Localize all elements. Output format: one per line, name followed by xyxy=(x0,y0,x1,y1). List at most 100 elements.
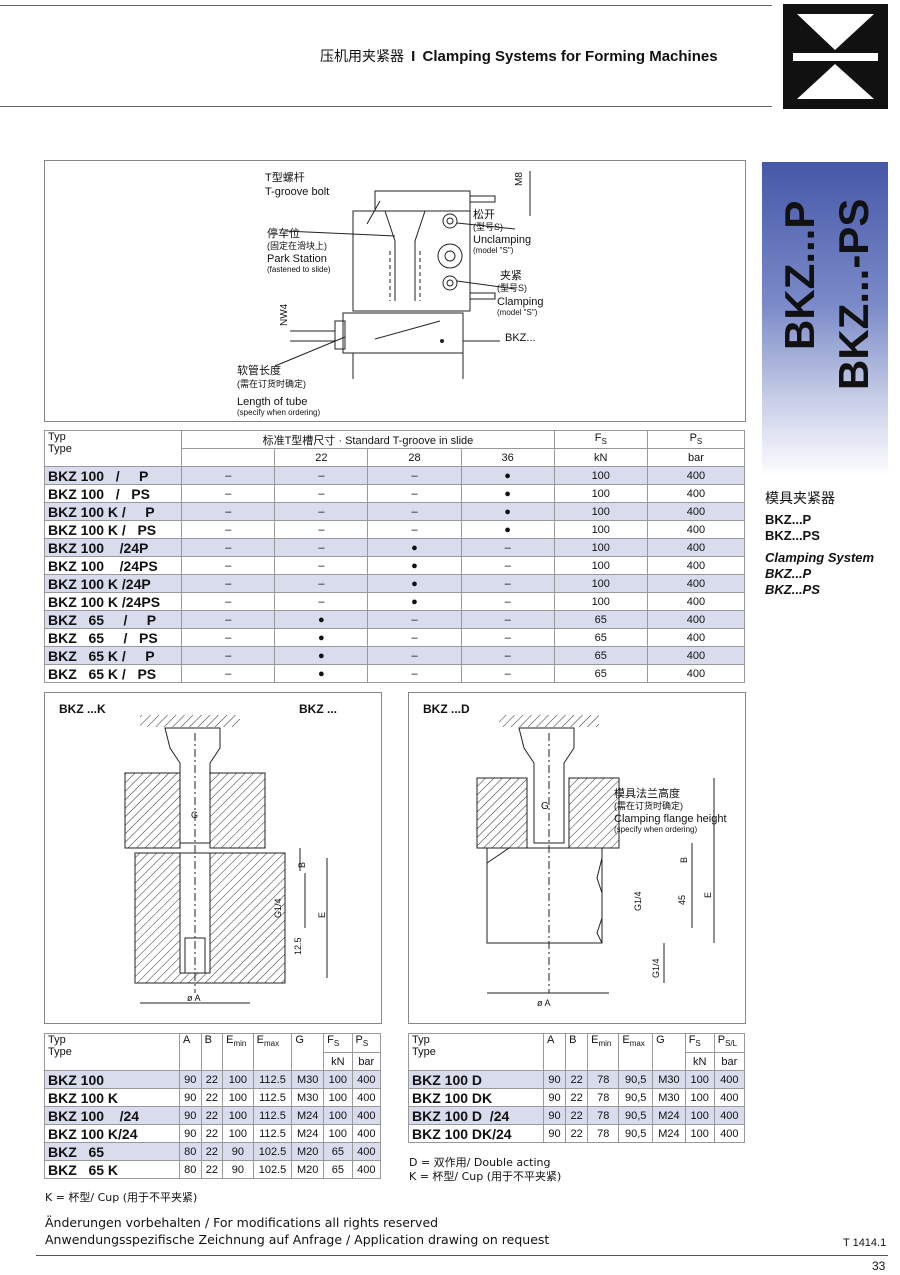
right-cell-type: BKZ 100 D xyxy=(408,1070,544,1089)
right-cell-ps: 400 xyxy=(713,1124,746,1143)
main-cell-g36: – xyxy=(367,664,462,683)
flange-label-zh-note: (需在订货时确定) xyxy=(614,800,683,811)
left-cell-type: BKZ 100 /24 xyxy=(44,1106,180,1125)
main-cell-g22: – xyxy=(181,610,276,629)
tube-label-zh-note: (需在订货时确定) xyxy=(237,378,306,389)
left-cell-type: BKZ 65 K xyxy=(44,1160,180,1179)
main-cell-g36: – xyxy=(367,610,462,629)
left-cell-emin: 100 xyxy=(222,1088,254,1107)
main-cell-fs: 65 xyxy=(553,664,648,683)
right-header-a: A xyxy=(542,1033,567,1071)
main-cell-fs: 100 xyxy=(553,466,648,485)
main-cell-fs: 100 xyxy=(553,520,648,539)
left-cell-fs: 65 xyxy=(323,1160,353,1179)
right-cell-a: 90 xyxy=(542,1070,567,1089)
left-cell-ps: 400 xyxy=(351,1088,382,1107)
flange-label-en: Clamping flange height xyxy=(614,813,727,825)
right-header-ps: PS/L xyxy=(713,1033,746,1053)
left-cell-emax: 102.5 xyxy=(252,1160,293,1179)
main-cell-g28: ● xyxy=(274,664,369,683)
main-cell-g36b: – xyxy=(460,610,555,629)
left-cell-type: BKZ 65 xyxy=(44,1142,180,1161)
left-cell-g: M30 xyxy=(291,1088,325,1107)
main-cell-g22: – xyxy=(181,646,276,665)
right-cell-emax: 90,5 xyxy=(618,1106,654,1125)
main-cell-g36: ● xyxy=(367,592,462,611)
header-rule-top xyxy=(0,5,772,6)
left-label-125: 12.5 xyxy=(293,937,303,955)
clamp-label-zh-note: (型号S) xyxy=(497,283,527,293)
main-cell-fs: 100 xyxy=(553,592,648,611)
left-cell-g: M24 xyxy=(291,1124,325,1143)
main-cell-g36b: ● xyxy=(460,484,555,503)
right-label-e: E xyxy=(703,892,713,898)
bkz-label: BKZ... xyxy=(505,332,536,344)
main-cell-fs: 65 xyxy=(553,628,648,647)
left-cell-g: M20 xyxy=(291,1142,325,1161)
main-cell-g28: – xyxy=(274,556,369,575)
left-header-b: B xyxy=(200,1033,224,1071)
m8-label: M8 xyxy=(514,172,525,186)
left-cell-type: BKZ 100 K/24 xyxy=(44,1124,180,1143)
right-cell-emax: 90,5 xyxy=(618,1070,654,1089)
left-cell-emin: 100 xyxy=(222,1124,254,1143)
park-label-en-note: (fastened to slide) xyxy=(267,265,331,274)
left-cell-emin: 100 xyxy=(222,1106,254,1125)
right-cell-fs: 100 xyxy=(684,1070,715,1089)
left-cell-a: 90 xyxy=(179,1106,202,1125)
main-cell-g36b: – xyxy=(460,538,555,557)
unclamp-label-en-note: (model "S") xyxy=(473,246,514,255)
main-cell-type: BKZ 65 K / PS xyxy=(43,664,183,683)
main-cell-g36b: – xyxy=(460,646,555,665)
left-cell-emax: 112.5 xyxy=(252,1070,293,1089)
main-cell-g36: ● xyxy=(367,556,462,575)
side-en-model-p: BKZ...P xyxy=(765,566,812,581)
left-cell-a: 80 xyxy=(179,1142,202,1161)
main-cell-g36b: – xyxy=(460,556,555,575)
main-cell-g22: – xyxy=(181,538,276,557)
left-label-phi-a: ø A xyxy=(187,993,201,1003)
left-cell-ps: 400 xyxy=(351,1142,382,1161)
left-cell-fs: 100 xyxy=(323,1070,353,1089)
left-figure-frame: BKZ ...K BKZ ... G B E G1/4 12.5 ø A xyxy=(44,692,382,1024)
right-label-g14b: G1/4 xyxy=(651,958,661,978)
header-rule-bottom xyxy=(0,106,772,107)
right-table-note-2: K = 杯型/ Cup (用于不平夹紧) xyxy=(409,1170,562,1183)
right-label-d: BKZ ...D xyxy=(423,702,470,716)
main-cell-g36: – xyxy=(367,646,462,665)
main-cell-g22: – xyxy=(181,556,276,575)
main-header-28: 28 xyxy=(367,448,462,467)
side-model-ps: BKZ...PS xyxy=(765,528,820,543)
main-cell-g22: – xyxy=(181,628,276,647)
clamp-label-en-note: (model "S") xyxy=(497,308,538,317)
page-number: 33 xyxy=(872,1259,886,1273)
left-cell-type: BKZ 100 xyxy=(44,1070,180,1089)
right-cell-g: M30 xyxy=(652,1088,686,1107)
main-cell-g28: – xyxy=(274,502,369,521)
main-cell-fs: 100 xyxy=(553,502,648,521)
main-cell-g28: – xyxy=(274,484,369,503)
main-cell-g36b: – xyxy=(460,592,555,611)
main-cell-g22: – xyxy=(181,484,276,503)
side-name-zh: 模具夹紧器 xyxy=(765,491,835,507)
left-cell-a: 80 xyxy=(179,1160,202,1179)
main-cell-g36b: – xyxy=(460,664,555,683)
right-cell-emax: 90,5 xyxy=(618,1124,654,1143)
park-label-zh-note: (固定在滑块上) xyxy=(267,240,327,251)
right-cell-ps: 400 xyxy=(713,1088,746,1107)
main-header-kn: kN xyxy=(553,448,648,467)
main-cell-fs: 65 xyxy=(553,646,648,665)
main-cell-type: BKZ 100 K /24PS xyxy=(43,592,183,611)
top-figure-frame: T型螺杆 T-groove bolt 停车位 (固定在滑块上) Park Sta… xyxy=(44,160,746,422)
right-cell-fs: 100 xyxy=(684,1106,715,1125)
